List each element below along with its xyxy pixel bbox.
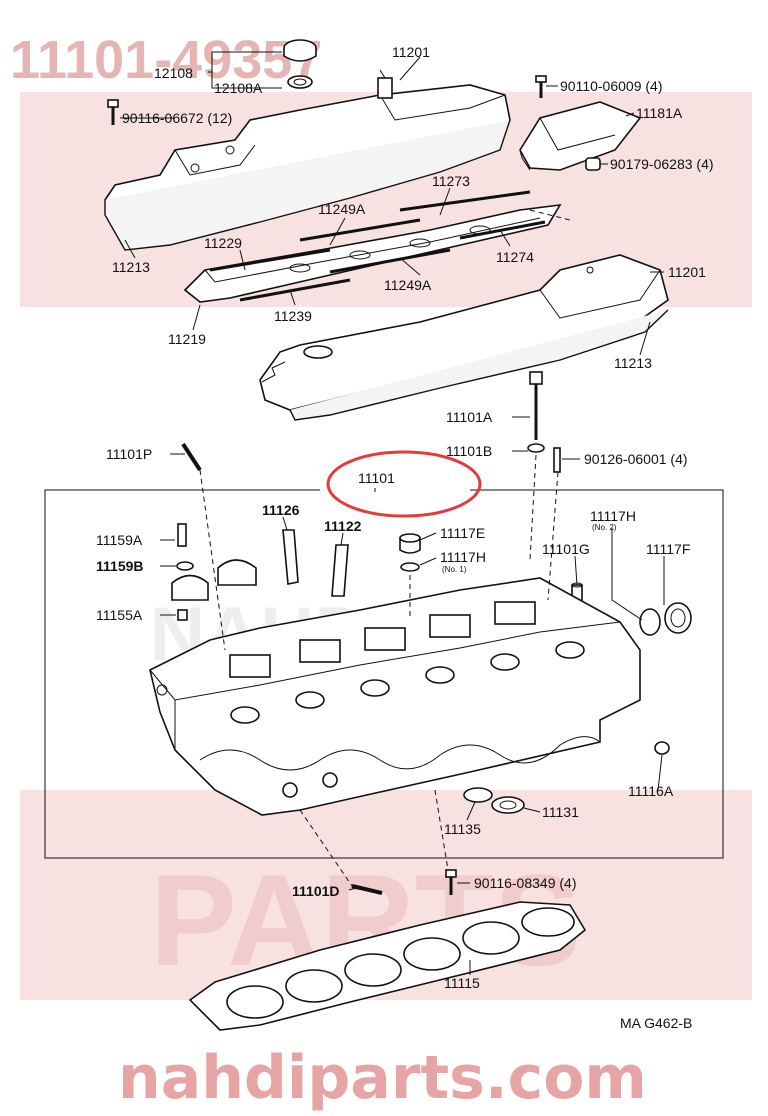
label-11101B: 11101B [446, 443, 492, 459]
timing-belt-cover-11181A [519, 101, 642, 171]
label-11155A: 11155A [96, 607, 143, 623]
label-11117H-1: 11117H [440, 549, 486, 565]
highlight-ellipse [326, 450, 482, 518]
label-11274: 11274 [496, 249, 534, 265]
label-11101A: 11101A [446, 409, 493, 425]
label-11126: 11126 [262, 502, 300, 518]
label-11239: 11239 [274, 308, 312, 324]
label-11116A: 11116A [628, 783, 674, 799]
label-11117E: 11117E [440, 525, 485, 541]
label-11213-right: 11213 [614, 355, 652, 371]
label-11101G: 11101G [542, 541, 590, 557]
label-90116-08349: 90116-08349 (4) [474, 875, 576, 891]
leader-lines [120, 51, 665, 975]
label-12108: 12108 [154, 65, 193, 81]
label-90179: 90179-06283 (4) [610, 156, 714, 172]
head-cover-lower [259, 254, 669, 421]
oil-filler-cap [283, 39, 317, 89]
seal-11116A [654, 741, 670, 755]
grommet-90179 [585, 157, 601, 171]
cylinder-head-body [149, 577, 641, 816]
cylinder-head-frame [44, 489, 724, 859]
label-11117F: 11117F [646, 541, 690, 557]
watermark-site: nahdiparts.com [118, 1043, 647, 1113]
label-11201-top: 11201 [392, 44, 430, 60]
part-labels: 12108 12108A 11201 90110-06009 (4) 90116… [96, 44, 714, 1031]
label-11249A-2: 11249A [384, 277, 432, 293]
stud-11101P [181, 442, 202, 472]
label-11213-left: 11213 [112, 259, 150, 275]
head-cover-upper [104, 69, 511, 251]
stud-90126 [553, 447, 561, 473]
gasket-plate-11219 [183, 190, 571, 303]
head-gasket-11115 [188, 901, 587, 1031]
label-11219: 11219 [168, 331, 206, 347]
label-11273: 11273 [432, 173, 470, 189]
label-11101D: 11101D [292, 883, 340, 899]
label-11201-right: 11201 [668, 264, 706, 280]
label-11117H-2-note: (No. 2) [592, 523, 617, 532]
label-11122: 11122 [324, 518, 362, 534]
label-11101: 11101 [358, 470, 395, 486]
bolt-90110 [535, 75, 547, 98]
label-11117H-1-note: (No. 1) [442, 565, 467, 574]
head-bolt-11101A [527, 371, 545, 453]
label-11101P: 11101P [106, 446, 152, 462]
bolt-90116-06672 [107, 99, 119, 125]
seals-11117FH [639, 602, 692, 636]
label-11135: 11135 [444, 821, 481, 837]
label-90116-06672: 90116-06672 (12) [122, 110, 232, 126]
label-11117H-2: 11117H [590, 508, 636, 524]
cam-bearing-caps [171, 523, 257, 621]
label-90110: 90110-06009 (4) [560, 78, 662, 94]
stud-11101D [351, 884, 383, 895]
bolt-90116-08349 [445, 869, 457, 895]
seals-11131-11135 [463, 787, 525, 814]
label-11249A-1: 11249A [318, 201, 366, 217]
guide-dashes [199, 454, 559, 887]
label-11131: 11131 [542, 804, 579, 820]
valve-guides [282, 529, 349, 597]
watermark-part-number: 11101-49357 [10, 30, 322, 90]
label-11181A: 11181A [636, 105, 683, 121]
label-11159B: 11159B [96, 558, 144, 574]
label-12108A: 12108A [214, 80, 263, 96]
plugs-11117 [399, 533, 421, 572]
diagram-code: MA G462-B [620, 1015, 692, 1031]
label-90126: 90126-06001 (4) [584, 451, 688, 467]
label-11229: 11229 [204, 235, 242, 251]
label-11115: 11115 [444, 975, 480, 991]
label-11159A: 11159A [96, 532, 143, 548]
